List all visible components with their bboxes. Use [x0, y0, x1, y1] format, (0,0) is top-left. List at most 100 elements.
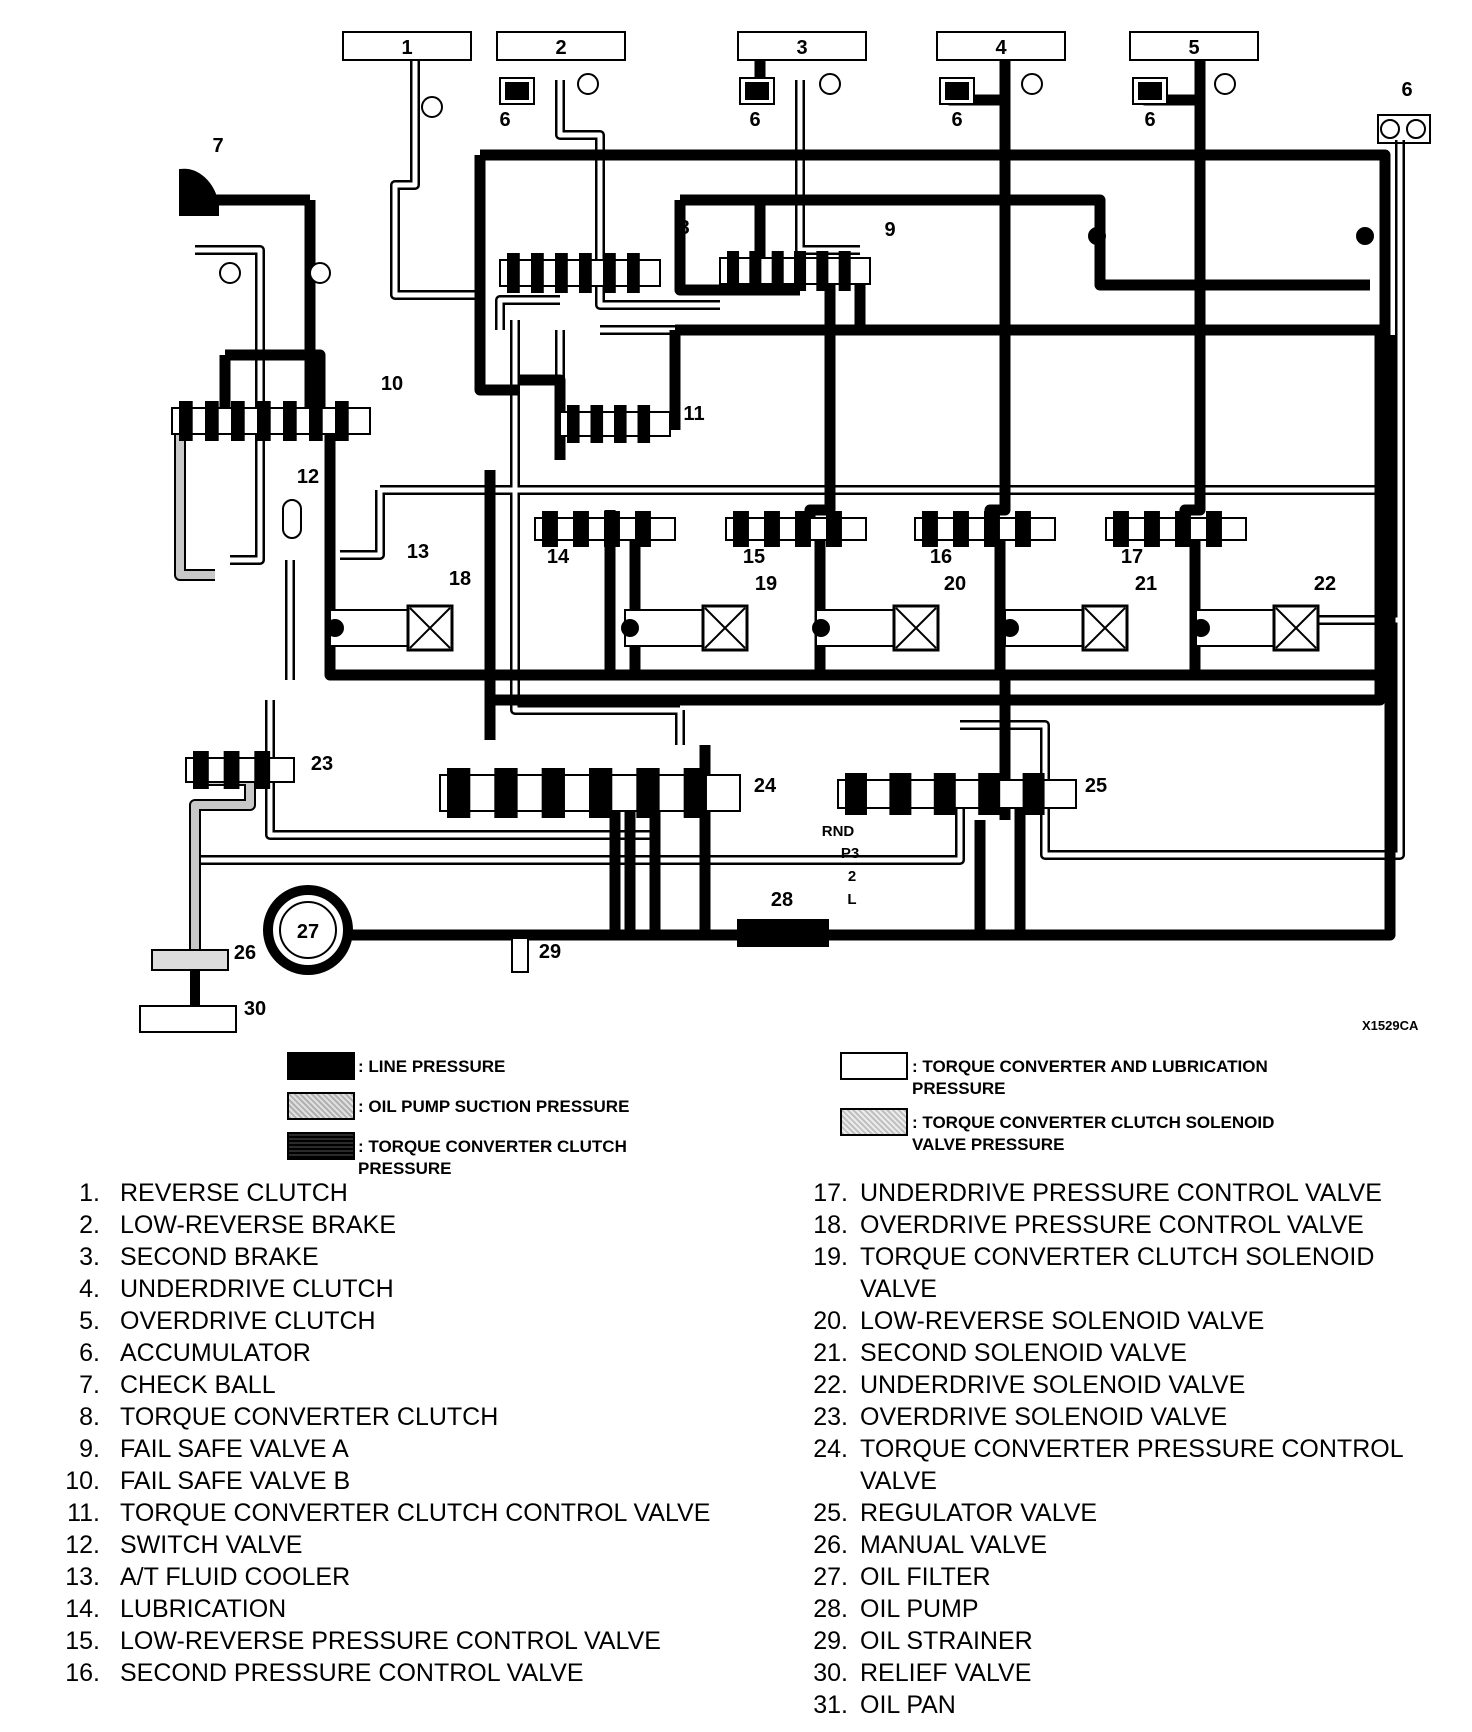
parts-list-label: TORQUE CONVERTER PRESSURE CONTROL VALVE: [860, 1435, 1403, 1495]
parts-list-number: 7.: [79, 1371, 100, 1399]
tc-pressure-control-valve-land: [254, 751, 271, 789]
component-box: [1129, 31, 1259, 61]
parts-list-label: FAIL SAFE VALVE A: [120, 1435, 349, 1463]
callout-label: 6: [499, 109, 510, 131]
manual-valve-land: [889, 773, 912, 815]
parts-list-number: 5.: [79, 1307, 100, 1335]
parts-list-label: LUBRICATION: [120, 1595, 287, 1623]
parts-list-item: 12.SWITCH VALVE: [62, 1529, 762, 1561]
pressure-control-valve-land: [764, 511, 780, 547]
callout-label: 15: [743, 546, 765, 568]
regulator-valve-land: [683, 768, 707, 818]
parts-list-item: 6.ACCUMULATOR: [62, 1337, 762, 1369]
parts-list-label: SWITCH VALVE: [120, 1531, 303, 1559]
parts-list-item: 8. TORQUE CONVERTER CLUTCH: [62, 1401, 762, 1433]
pressure-control-valve-land: [1206, 511, 1222, 547]
figure-code: X1529CA: [1362, 1018, 1419, 1033]
parts-list-number: 1.: [79, 1179, 100, 1207]
fail-safe-valve-a-land: [507, 253, 520, 293]
tcc-control-valve-land: [283, 401, 297, 441]
tcc-control-valve-land: [231, 401, 245, 441]
check-ball-icon: [1406, 119, 1426, 139]
callout-label: 12: [297, 466, 319, 488]
parts-list-item: 27.OIL FILTER: [800, 1561, 1460, 1593]
parts-list-item: 14.LUBRICATION: [62, 1593, 762, 1625]
parts-list-number: 17.: [813, 1179, 848, 1207]
tcc-control-valve-land: [179, 401, 193, 441]
parts-list-number: 9.: [79, 1435, 100, 1463]
torque-converter-clutch-icon: [179, 168, 219, 216]
solenoid-coil-cross: [1275, 607, 1317, 649]
solenoid-ball: [812, 619, 830, 637]
parts-list-number: 28.: [813, 1595, 848, 1623]
check-ball-icon: [1088, 227, 1106, 245]
parts-list-number: 30.: [813, 1659, 848, 1687]
parts-list-label: LOW-REVERSE SOLENOID VALVE: [860, 1307, 1265, 1335]
tc-pressure-control-valve-land: [193, 751, 209, 789]
pressure-control-valve-land: [826, 511, 842, 547]
check-ball-icon: [1356, 227, 1374, 245]
parts-list-item: 30.RELIEF VALVE: [800, 1657, 1460, 1689]
callout-label: 24: [754, 775, 777, 797]
solenoid-ball: [326, 619, 344, 637]
fail-safe-valve-b-land: [749, 251, 762, 291]
parts-list-item: 2.LOW-REVERSE BRAKE: [62, 1209, 762, 1241]
tc-pressure-control-valve-land: [223, 751, 240, 789]
parts-list-item: 21.SECOND SOLENOID VALVE: [800, 1337, 1460, 1369]
callout-label: 9: [884, 219, 895, 241]
fail-safe-valve-a-land: [627, 253, 640, 293]
parts-list-number: 25.: [813, 1499, 848, 1527]
pressure-control-valve-land: [542, 511, 558, 547]
pressure-control-valve-land: [922, 511, 938, 547]
component-box: [496, 31, 626, 61]
pressure-control-valve-land: [953, 511, 969, 547]
parts-list-item: 18. OVERDRIVE PRESSURE CONTROL VALVE: [800, 1209, 1460, 1241]
legend-swatch-oil-pump-suction: [287, 1092, 355, 1120]
parts-list-label: TORQUE CONVERTER CLUTCH: [120, 1403, 499, 1431]
manual-valve-land: [1022, 773, 1045, 815]
parts-list-item: 29.OIL STRAINER: [800, 1625, 1460, 1657]
parts-list-number: 8.: [79, 1403, 100, 1431]
parts-list-label: TORQUE CONVERTER CLUTCH SOLENOID VALVE: [860, 1243, 1375, 1303]
callout-label: 25: [1085, 775, 1107, 797]
fail-safe-valve-b-land: [838, 251, 851, 291]
pressure-control-valve-land: [984, 511, 1000, 547]
callout-label: 6: [1144, 109, 1155, 131]
callout-label: 6: [1401, 79, 1412, 101]
parts-list-item: 25.REGULATOR VALVE: [800, 1497, 1460, 1529]
parts-list-item: 16.SECOND PRESSURE CONTROL VALVE: [62, 1657, 762, 1689]
parts-list-item: 23.OVERDRIVE SOLENOID VALVE: [800, 1401, 1460, 1433]
hydraulic-lines: [174, 55, 1405, 960]
parts-list-number: 18.: [813, 1211, 848, 1239]
manual-valve-land: [933, 773, 956, 815]
parts-list-number: 6.: [79, 1339, 100, 1367]
regulator-valve-land: [636, 768, 660, 818]
solenoid-ball: [1192, 619, 1210, 637]
component-box-label: 5: [1188, 37, 1199, 59]
parts-list-label: OVERDRIVE CLUTCH: [120, 1307, 376, 1335]
legend-swatch-tc-lubrication: [840, 1052, 908, 1080]
parts-list-label: REVERSE CLUTCH: [120, 1179, 348, 1207]
pressure-gauge-icons: [219, 73, 1236, 284]
parts-list-number: 29.: [813, 1627, 848, 1655]
parts-list-label: UNDERDRIVE PRESSURE CONTROL VALVE: [860, 1179, 1382, 1207]
pressure-control-valve-land: [795, 511, 811, 547]
parts-list-label: OVERDRIVE PRESSURE CONTROL VALVE: [860, 1211, 1364, 1239]
parts-list-label: OVERDRIVE SOLENOID VALVE: [860, 1403, 1228, 1431]
pressure-control-valve-land: [573, 511, 589, 547]
fail-safe-valve-a-land: [603, 253, 616, 293]
parts-list-item: 9. FAIL SAFE VALVE A: [62, 1433, 762, 1465]
parts-list-label: TORQUE CONVERTER CLUTCH CONTROL VALVE: [120, 1499, 711, 1527]
solenoid-ball: [1001, 619, 1019, 637]
callout-label: 13: [407, 541, 429, 563]
oil-pump-inner: [279, 901, 337, 959]
parts-list-item: 7.CHECK BALL: [62, 1369, 762, 1401]
pressure-control-valve-land: [604, 511, 620, 547]
parts-list-item: 4.UNDERDRIVE CLUTCH: [62, 1273, 762, 1305]
tcc-control-valve-land: [205, 401, 219, 441]
tcc-control-valve-land: [257, 401, 271, 441]
pressure-control-valve-land: [733, 511, 749, 547]
parts-list-label: UNDERDRIVE CLUTCH: [120, 1275, 394, 1303]
